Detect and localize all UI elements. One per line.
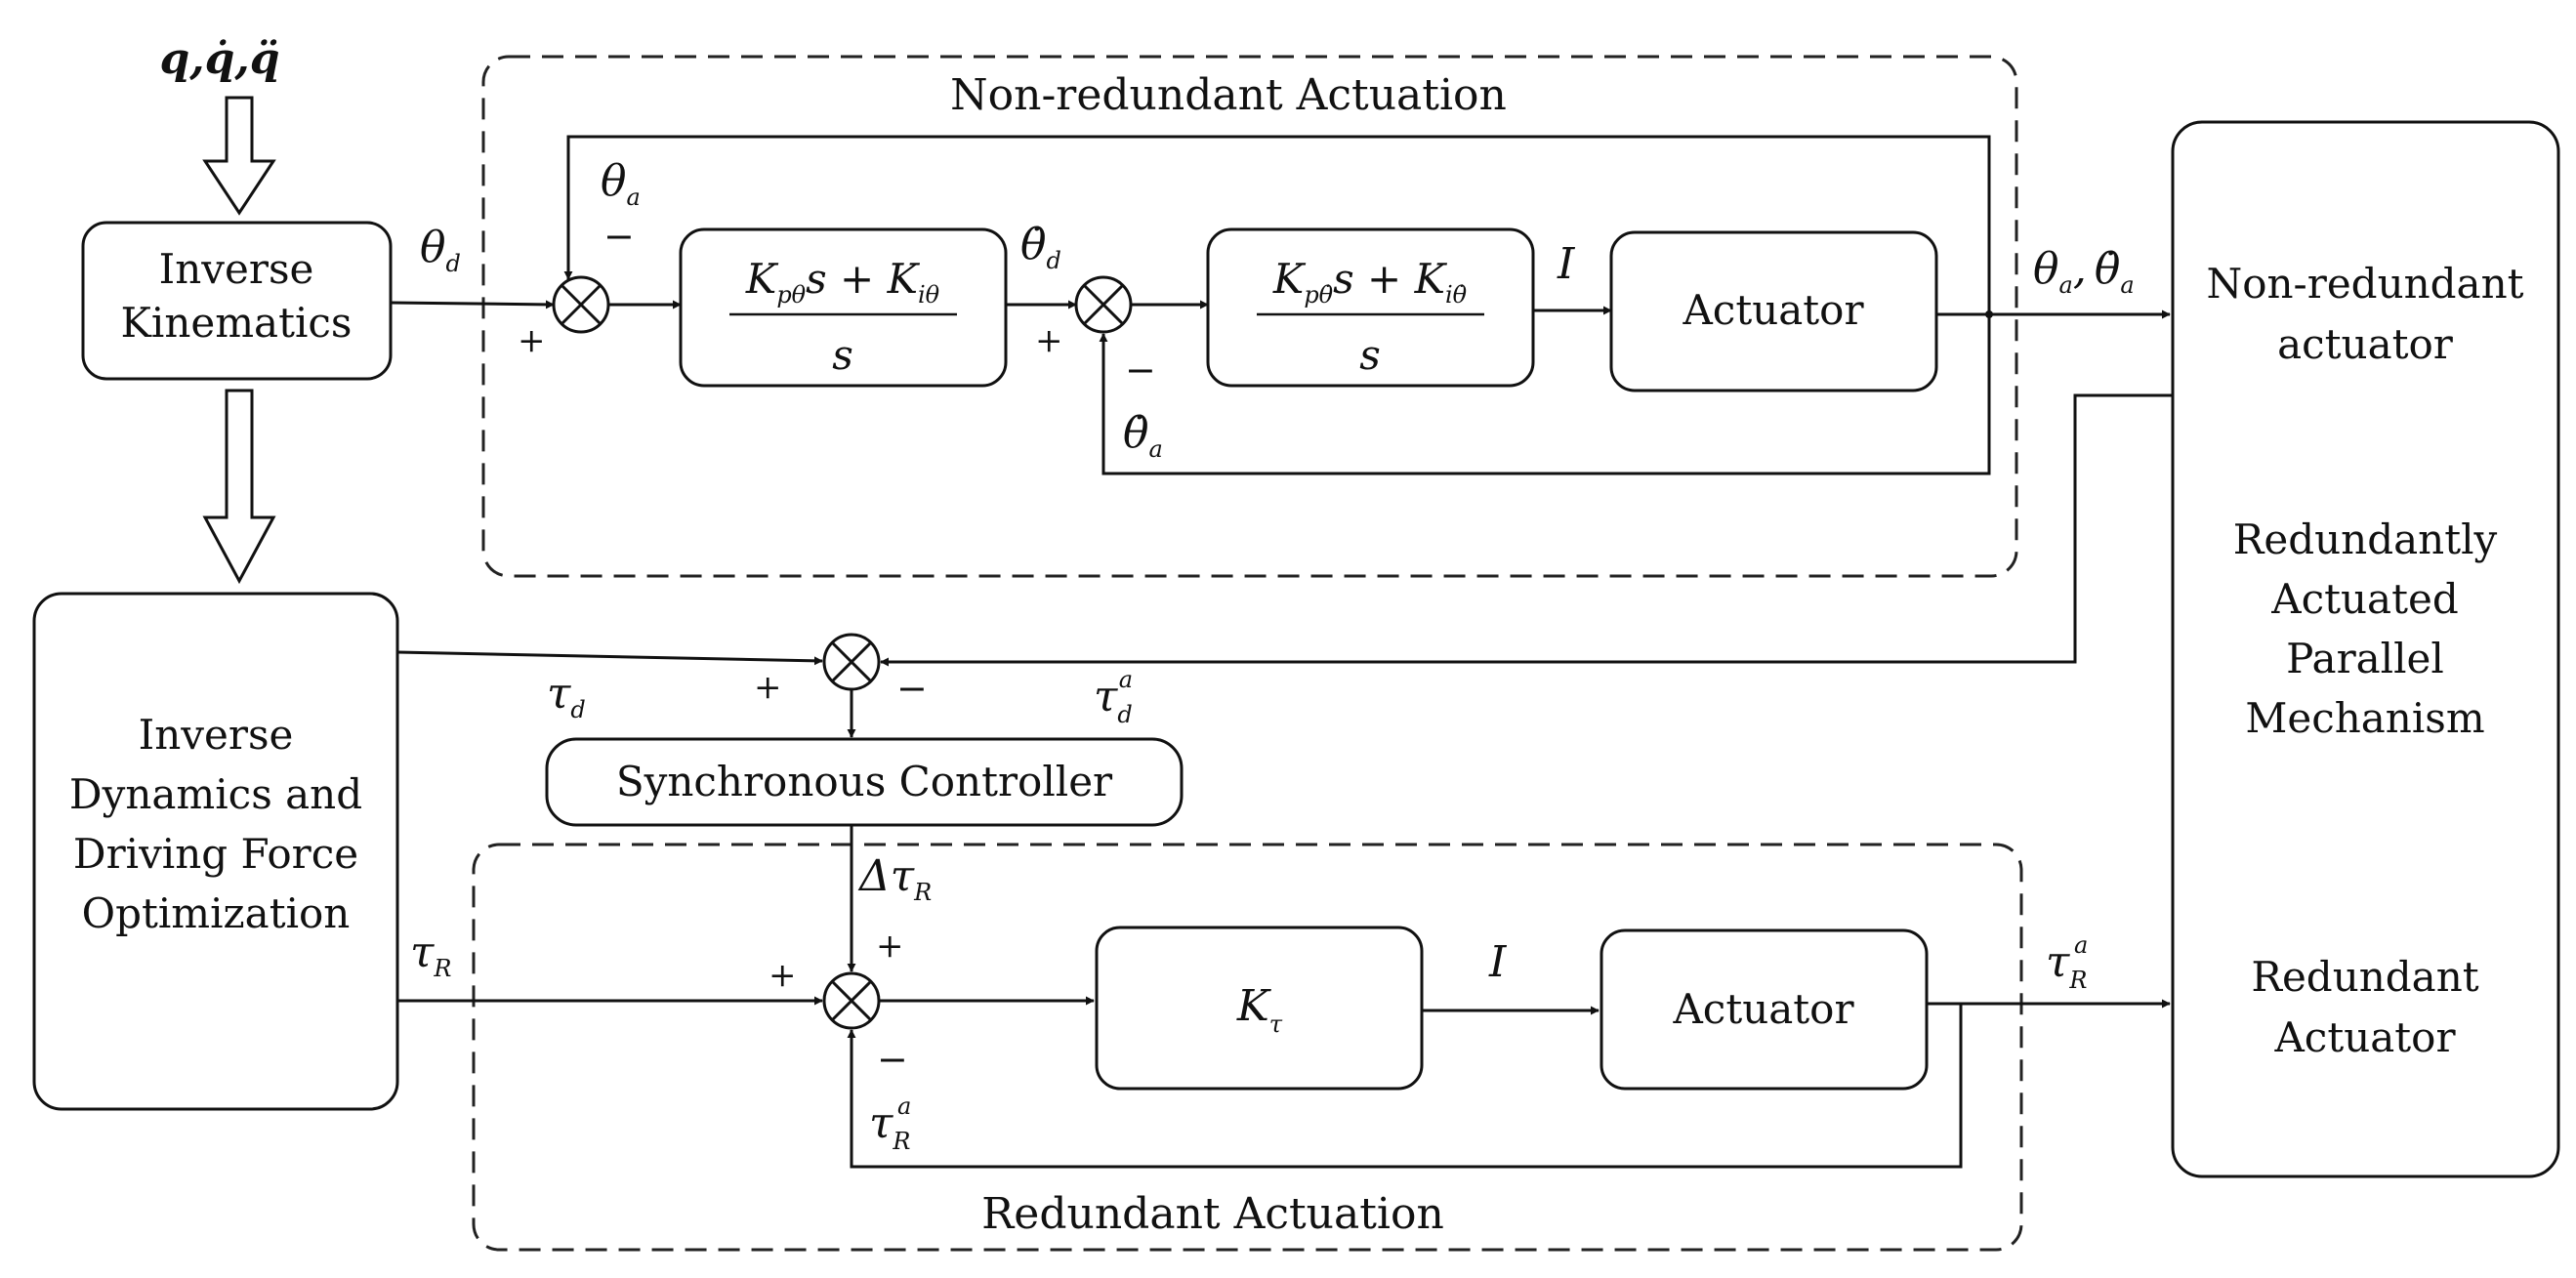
synchronous-controller-block: Synchronous Controller <box>545 737 1184 827</box>
tau-r-label: τR <box>410 928 451 982</box>
pi-position-controller-block: Kpθs + Kiθ s <box>679 227 1008 388</box>
tau-d-label: τd <box>547 669 586 723</box>
mechanism-line-1: Redundantly <box>2233 515 2498 563</box>
theta-dot-a-label: θ̇a <box>1123 408 1163 463</box>
mechanism-line-3: Parallel <box>2286 635 2444 682</box>
ik-to-id-hollow-arrow <box>202 389 276 585</box>
sign-plus-delta: + <box>876 927 904 966</box>
k-tau-gain-block: Kτ <box>1095 926 1424 1091</box>
summing-junction-velocity <box>1074 275 1133 334</box>
summing-junction-position <box>552 275 610 334</box>
synchronous-controller-label: Synchronous Controller <box>616 758 1113 805</box>
mechanism-panel-block: Non-redundant actuator Redundantly Actua… <box>2171 120 2560 1178</box>
actuator-bottom-label: Actuator <box>1672 985 1854 1033</box>
sign-plus-position: + <box>518 321 546 360</box>
sign-minus-redundant: − <box>877 1038 908 1081</box>
inverse-kinematics-line-2: Kinematics <box>121 299 353 347</box>
sign-minus-torque: − <box>896 667 928 710</box>
actuator-top-block: Actuator <box>1609 230 1938 392</box>
trajectory-input-label: q,q̇,q̈ <box>160 34 280 84</box>
mechanism-line-2: Actuated <box>2270 575 2458 623</box>
pi-velocity-denominator: s <box>1359 331 1381 379</box>
sign-plus-velocity: + <box>1035 321 1063 360</box>
theta-dot-d-label: θ̇d <box>1020 220 1061 274</box>
non-redundant-actuation-group <box>481 55 2018 578</box>
k-tau-label: Kτ <box>1236 981 1283 1038</box>
summing-junction-redundant <box>822 971 881 1030</box>
inverse-dynamics-line-2: Dynamics and <box>69 770 362 818</box>
pi-velocity-numerator: Kpθ̇s + Kiθ̇ <box>1272 255 1468 309</box>
sign-minus-velocity: − <box>1125 349 1156 392</box>
pi-position-denominator: s <box>832 331 853 379</box>
input-hollow-arrow <box>202 96 276 216</box>
mechanism-line-4: Mechanism <box>2245 694 2484 742</box>
signal-lines <box>390 135 2173 1169</box>
inverse-dynamics-line-4: Optimization <box>82 889 351 937</box>
redundant-actuation-group <box>472 843 2023 1252</box>
current-bottom-label: I <box>1488 937 1508 987</box>
theta-a-label: θa <box>601 156 641 211</box>
inverse-kinematics-line-1: Inverse <box>159 245 314 293</box>
sign-plus-torque: + <box>754 668 782 707</box>
redundant-actuator-line-1: Redundant <box>2251 953 2478 1001</box>
actuator-top-label: Actuator <box>1682 286 1864 334</box>
inverse-dynamics-line-3: Driving Force <box>73 830 358 878</box>
actuator-bottom-block: Actuator <box>1600 928 1929 1091</box>
redundant-actuator-line-2: Actuator <box>2273 1013 2456 1061</box>
inverse-dynamics-block: Inverse Dynamics and Driving Force Optim… <box>32 592 399 1111</box>
theta-d-label: θd <box>420 223 461 277</box>
actuator-output-label: θa,θ̇a <box>2033 244 2135 299</box>
current-top-label: I <box>1557 239 1576 289</box>
summing-junction-torque <box>822 633 881 691</box>
branch-point-dot <box>1985 310 1993 318</box>
non-redundant-actuation-label: Non-redundant Actuation <box>950 70 1507 120</box>
inverse-kinematics-block: Inverse Kinematics <box>81 221 393 381</box>
tau-r-a-feedback-label: τRa <box>869 1092 911 1155</box>
non-redundant-actuator-line-2: actuator <box>2277 320 2454 368</box>
tau-d-a-label: τda <box>1094 666 1133 728</box>
non-redundant-actuator-line-1: Non-redundant <box>2206 260 2523 308</box>
sign-minus-position: − <box>603 215 635 258</box>
inverse-dynamics-line-1: Inverse <box>139 711 294 759</box>
redundant-actuation-label: Redundant Actuation <box>981 1189 1444 1239</box>
delta-tau-r-label: ΔτR <box>857 851 932 906</box>
pi-velocity-controller-block: Kpθ̇s + Kiθ̇ s <box>1206 227 1535 388</box>
tau-r-a-output-label: τRa <box>2046 931 2088 994</box>
sign-plus-tau-r: + <box>769 956 797 995</box>
pi-position-numerator: Kpθs + Kiθ <box>745 255 940 309</box>
